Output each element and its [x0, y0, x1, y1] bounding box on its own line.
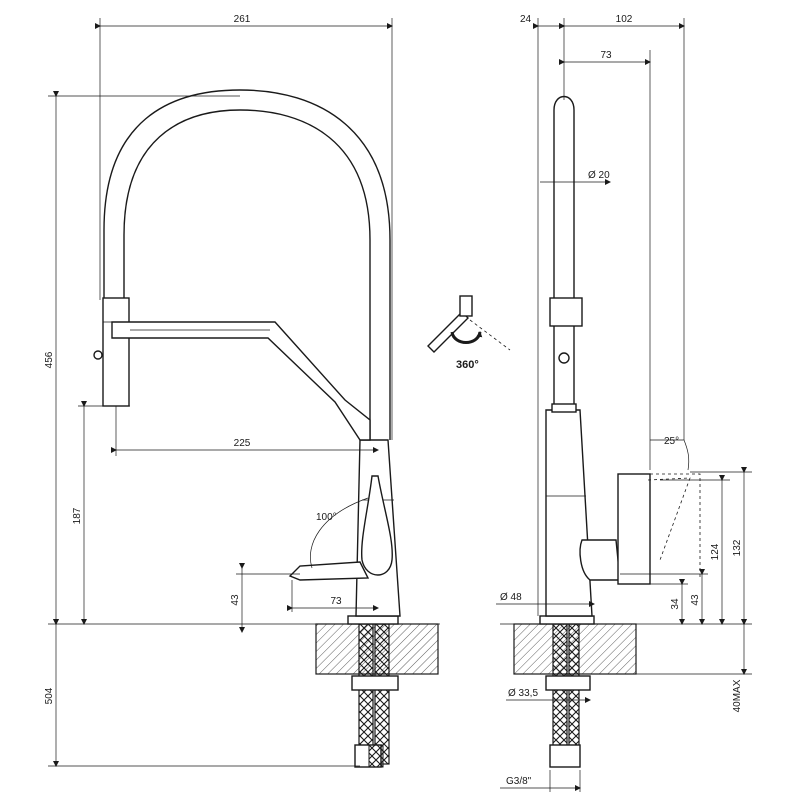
spout-arch-outer [103, 89, 391, 440]
connection-thread-label: G3/8" [506, 776, 532, 787]
rotation-label: 360° [456, 359, 479, 371]
outlet-height-label: 187 [72, 507, 83, 524]
rotation-arm [427, 311, 469, 353]
rotation-spout [459, 295, 473, 317]
side-spout-tube [553, 95, 575, 411]
spout-arm [111, 321, 371, 441]
lever-reach-label: 73 [330, 596, 342, 607]
side-hose-right [568, 623, 580, 765]
side-handle-dash-outline [650, 473, 701, 580]
overall-depth-label: 102 [616, 14, 633, 25]
lever-handle [360, 475, 393, 576]
tube-diameter-label: Ø 20 [588, 170, 610, 181]
supply-hose-left [358, 623, 374, 765]
rotation-symbol: 360° [427, 295, 511, 371]
side-view: 24 102 73 Ø 20 25° Ø 48 34 43 124 132 40… [496, 14, 752, 792]
side-spray-button-icon [558, 352, 570, 364]
side-handle-base [579, 539, 621, 581]
side-outlet [551, 403, 577, 413]
spout-depth-label: 73 [600, 50, 612, 61]
rotation-dash [469, 319, 511, 351]
base-offset-label: 24 [520, 14, 532, 25]
base-ring [347, 615, 399, 625]
total-height-label: 456 [44, 351, 55, 368]
handle-top-label: 124 [710, 543, 721, 560]
side-handle-cartridge [617, 473, 651, 585]
spout-arch-inner [123, 109, 371, 440]
side-hose-left [552, 623, 568, 765]
handle-low-label: 34 [670, 598, 681, 610]
shank-diameter-label: Ø 33,5 [508, 688, 538, 699]
lever-angle-arc [310, 497, 369, 569]
handle-max-label: 132 [732, 539, 743, 556]
rotation-arrow-icon [450, 331, 483, 344]
front-view: 100° 261 456 187 225 43 73 504 [44, 14, 440, 768]
handle-tilt-arc [650, 439, 690, 471]
supply-hose-right [374, 623, 390, 765]
spray-head [102, 297, 130, 407]
side-base-ring [539, 615, 595, 625]
side-hose-connector [549, 744, 581, 768]
lever-arm [288, 561, 370, 581]
total-width-label: 261 [234, 14, 251, 25]
handle-tilt-label: 25° [664, 436, 679, 447]
lever-rotation-label: 100° [316, 512, 337, 523]
side-spray-head [549, 297, 583, 327]
side-fixing-nut [545, 675, 591, 691]
fixing-nut [351, 675, 399, 691]
handle-mid-label: 43 [690, 594, 701, 606]
body-diameter-label: Ø 48 [500, 592, 522, 603]
below-deck-label: 504 [44, 687, 55, 704]
deck-thickness-label: 40MAX [732, 679, 743, 712]
side-faucet-body [545, 409, 593, 617]
spray-button-icon [93, 350, 103, 360]
hose-connector-right [368, 744, 384, 768]
spout-reach-label: 225 [234, 438, 251, 449]
side-handle-tilt-outline [647, 477, 691, 561]
lever-height-label: 43 [230, 594, 241, 606]
